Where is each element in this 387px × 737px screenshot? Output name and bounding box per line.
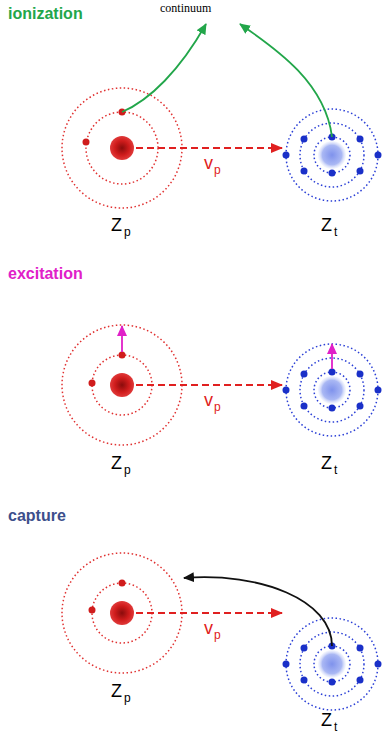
subscript: p xyxy=(214,629,221,641)
velocity-symbol: v xyxy=(204,391,213,409)
target-atom xyxy=(283,109,382,201)
charge-symbol: Z xyxy=(321,454,332,472)
subscript: t xyxy=(334,464,337,476)
target-atom xyxy=(283,344,382,436)
velocity-arrow xyxy=(136,147,282,149)
subscript: t xyxy=(334,226,337,238)
panel-title: excitation xyxy=(8,266,83,282)
charge-symbol: Z xyxy=(111,454,122,472)
charge-symbol: Z xyxy=(111,216,122,234)
subscript: p xyxy=(124,226,131,238)
charge-symbol: Z xyxy=(321,216,332,234)
charge-symbol: Z xyxy=(321,711,332,729)
panel-title: ionization xyxy=(8,6,83,22)
velocity-arrow xyxy=(136,384,282,386)
subscript: p xyxy=(214,401,221,413)
region-label: continuum xyxy=(160,2,211,14)
charge-symbol: Z xyxy=(111,682,122,700)
velocity-symbol: v xyxy=(204,619,213,637)
velocity-arrow xyxy=(136,612,282,614)
panel-title: capture xyxy=(8,508,66,524)
capture-arrow xyxy=(184,577,332,646)
subscript: t xyxy=(334,721,337,733)
target-atom xyxy=(283,618,382,710)
subscript: p xyxy=(214,164,221,176)
excitation-arrow xyxy=(121,326,123,352)
ionization-path xyxy=(122,24,206,112)
subscript: p xyxy=(124,692,131,704)
ionization-path xyxy=(240,24,332,137)
excitation-arrow xyxy=(331,344,333,369)
subscript: p xyxy=(124,464,131,476)
velocity-symbol: v xyxy=(204,154,213,172)
